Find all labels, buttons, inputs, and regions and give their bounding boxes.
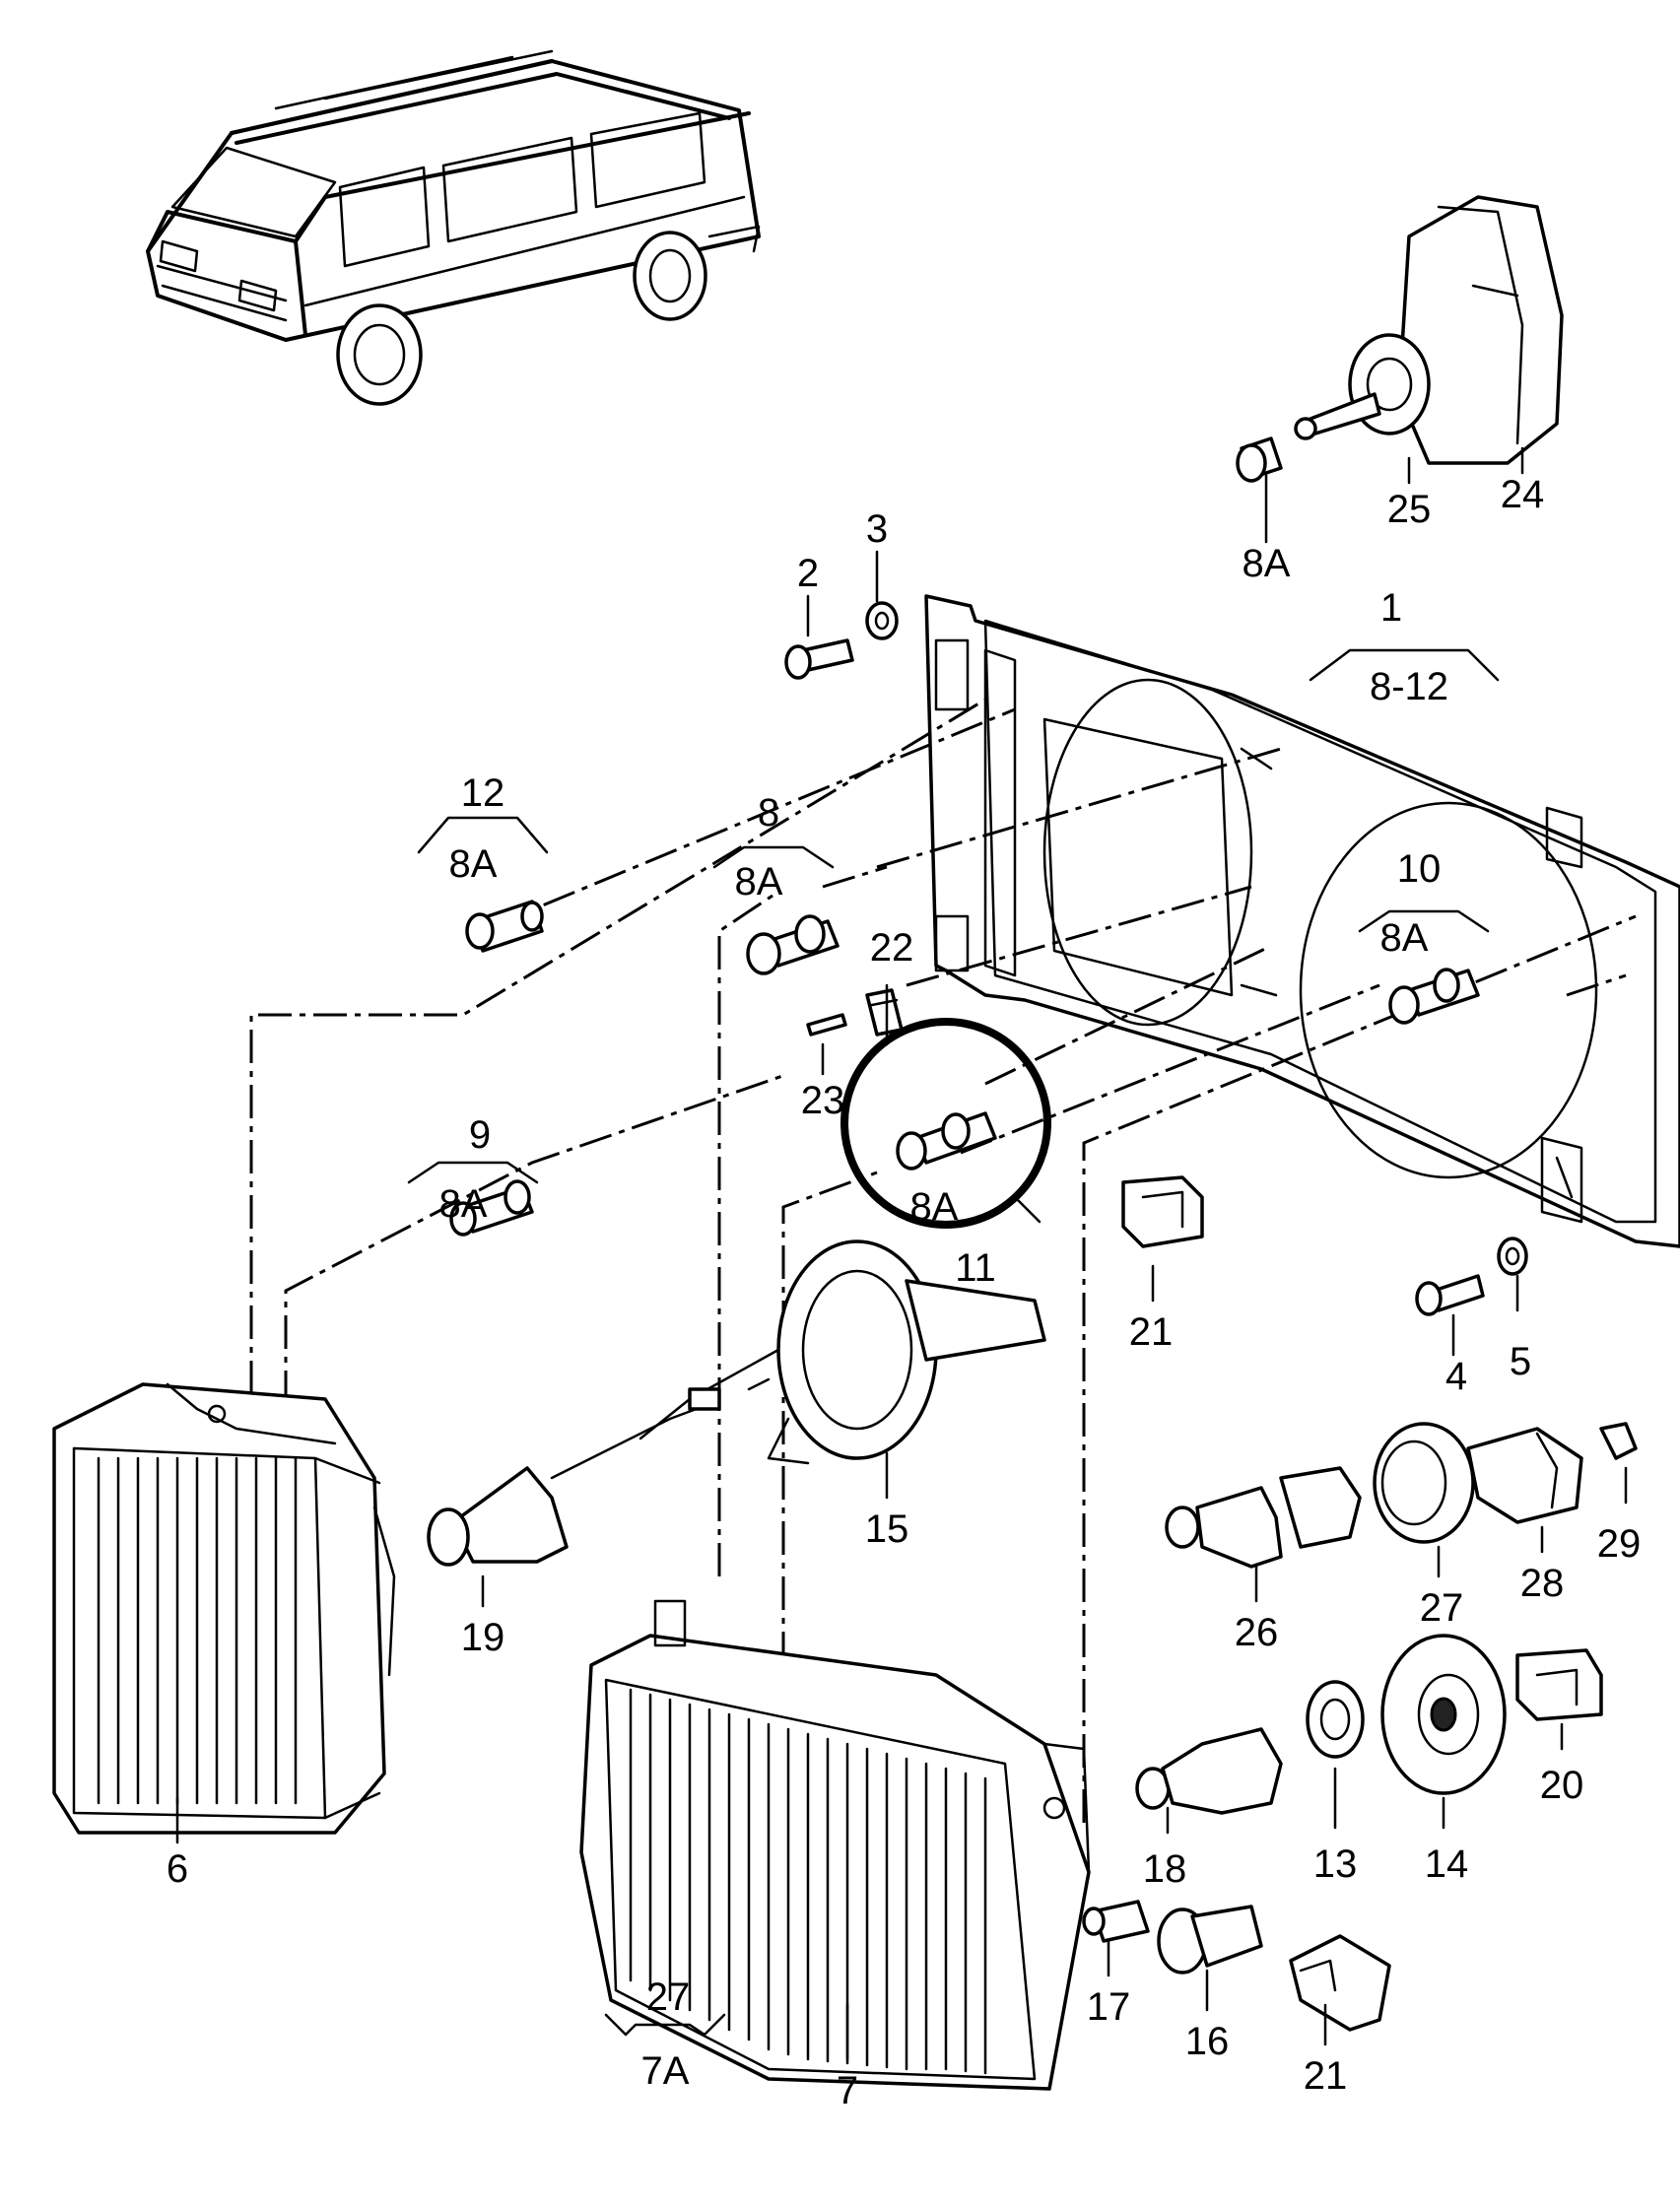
label-part-21-lower: 21 [1304, 2054, 1348, 2098]
label-part-3: 3 [866, 507, 888, 551]
van-illustration [146, 49, 761, 406]
clip-22 [865, 988, 904, 1037]
adjuster-11 [896, 1111, 997, 1171]
leader-lines [175, 446, 1628, 2061]
label-8a-8: 8A [735, 860, 783, 904]
label-part-29: 29 [1597, 1522, 1642, 1566]
cover-14 [1380, 1634, 1507, 1795]
label-part-12: 12 [461, 771, 505, 815]
circle-highlight [840, 1018, 1051, 1229]
screw-2 [784, 638, 854, 680]
label-part-20: 20 [1540, 1764, 1584, 1807]
label-part-7a: 7A [641, 2049, 690, 2093]
label-part-13: 13 [1313, 1842, 1358, 1886]
label-part-19: 19 [461, 1616, 505, 1659]
label-part-6: 6 [167, 1847, 188, 1891]
label-part-26: 26 [1235, 1611, 1279, 1654]
label-part-2: 2 [797, 552, 819, 595]
bulb-26 [1165, 1466, 1362, 1569]
bulb-18 [1135, 1727, 1283, 1815]
label-part-10: 10 [1397, 847, 1442, 891]
label-part-4: 4 [1445, 1355, 1467, 1398]
adjuster-10 [1388, 968, 1480, 1025]
washer-5 [1497, 1237, 1528, 1276]
label-part-22: 22 [870, 926, 914, 970]
spring-clip-13 [1306, 1680, 1365, 1759]
adjuster-12 [465, 900, 544, 953]
label-8a-11: 8A [910, 1185, 959, 1229]
cap-27 [1373, 1422, 1475, 1544]
adjuster-8 [746, 914, 840, 975]
part-labels: 1 8-12 2 3 24 25 8A 12 8A 8 8A 10 8A 22 … [167, 473, 1641, 2112]
headlight-7 [579, 1599, 1091, 2091]
label-8a-10: 8A [1380, 916, 1429, 960]
label-part-25: 25 [1387, 488, 1432, 531]
label-8a-9: 8A [439, 1182, 488, 1226]
label-part-23: 23 [801, 1079, 845, 1122]
label-part-9: 9 [469, 1113, 491, 1157]
label-part-14: 14 [1425, 1842, 1469, 1886]
fog-lamp-24 [1294, 195, 1564, 465]
headlight-6 [52, 1382, 396, 1835]
label-part-28: 28 [1520, 1562, 1565, 1605]
connector-21-upper [1121, 1175, 1204, 1248]
bulb-holder-8a-fog [1236, 436, 1283, 483]
label-8a-fog: 8A [1243, 542, 1291, 585]
connector-21-lower [1289, 1934, 1391, 2032]
label-part-17: 17 [1087, 1985, 1131, 2029]
label-part-27: 27 [1420, 1586, 1464, 1630]
bulb-17 [1082, 1900, 1150, 1943]
bulb-holder-16 [1157, 1905, 1263, 1975]
retaining-ring-15 [638, 1239, 1046, 1465]
connector-20 [1515, 1648, 1603, 1721]
clip-29 [1599, 1422, 1638, 1460]
label-part-24: 24 [1501, 473, 1545, 516]
screw-4 [1415, 1274, 1485, 1316]
label-part-21-upper: 21 [1129, 1310, 1174, 1354]
pin-23 [806, 1013, 847, 1037]
headlight-mounting-frame [924, 594, 1680, 1248]
label-part-1: 1 [1380, 586, 1402, 630]
socket-28 [1466, 1427, 1583, 1524]
label-part-15: 15 [865, 1507, 909, 1551]
label-part-8: 8 [758, 791, 779, 835]
label-part-5: 5 [1510, 1340, 1531, 1383]
label-part-11: 11 [955, 1246, 996, 1290]
label-8a-12: 8A [449, 842, 498, 886]
label-range-8-12: 8-12 [1370, 665, 1448, 708]
label-part-18: 18 [1143, 1847, 1187, 1891]
label-part-16: 16 [1185, 2020, 1230, 2063]
adjuster-9 [449, 1179, 534, 1237]
label-part-27-lower: 27 [646, 1975, 691, 2019]
label-part-7: 7 [837, 2069, 858, 2112]
washer-3 [865, 601, 899, 640]
bulb-19 [427, 1387, 721, 1567]
